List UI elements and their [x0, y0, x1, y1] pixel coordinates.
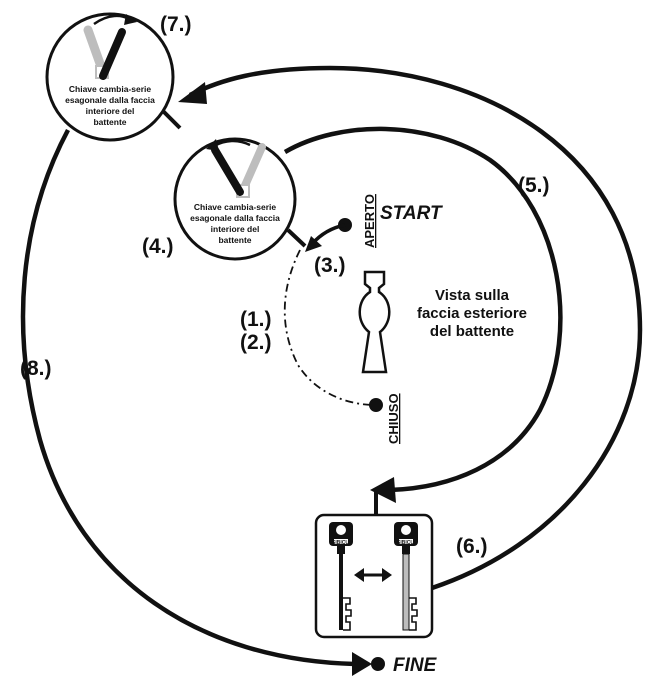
arrow-3-head: [305, 236, 322, 252]
step-6-label: (6.): [456, 535, 488, 558]
grey-key-brand: SIBICU: [397, 540, 414, 546]
fine-dot: [371, 657, 385, 671]
fine-label: FINE: [393, 655, 438, 676]
step-5-label: (5.): [518, 174, 550, 197]
mid-circle-line-3: interiore del: [211, 224, 260, 234]
step-3-label: (3.): [314, 254, 346, 277]
grey-key-icon: [394, 522, 418, 631]
step-4-label: (4.): [142, 235, 174, 258]
top-circle-line-1: Chiave cambia-serie: [69, 84, 151, 94]
step-2-label: (2.): [240, 331, 272, 354]
key-card: SIBICU SIBICU: [314, 513, 434, 639]
arc-5-arrowhead: [370, 477, 396, 503]
mid-circle-line-2: esagonale dalla faccia: [190, 213, 280, 223]
step-1-label: (1.): [240, 308, 272, 331]
start-label: START: [380, 203, 443, 224]
left-arc-arrow: [20, 128, 356, 667]
keyhole-icon: [358, 270, 391, 374]
chiuso-label: CHIUSO: [386, 393, 401, 444]
mid-circle-connector: [286, 228, 307, 248]
mid-circle-line-4: battente: [218, 235, 251, 245]
arc-5-arrow: [283, 126, 563, 493]
step-8-label: (8.): [20, 357, 52, 380]
chiuso-dot: [369, 398, 383, 412]
vista-line-1: Vista sulla: [435, 287, 510, 304]
fine-arrowhead: [352, 652, 372, 676]
mid-circle: Chiave cambia-serie esagonale dalla facc…: [173, 137, 297, 261]
top-circle-line-3: interiore del: [86, 106, 135, 116]
step-7-label: (7.): [160, 13, 192, 36]
top-circle-line-4: battente: [93, 117, 126, 127]
top-circle: Chiave cambia-serie esagonale dalla facc…: [45, 12, 175, 142]
top-circle-line-2: esagonale dalla faccia: [65, 95, 155, 105]
outer-loop-arrowhead: [178, 82, 207, 104]
outer-loop-arrow: [188, 65, 643, 591]
arrow-3: [310, 223, 346, 246]
mid-circle-line-1: Chiave cambia-serie: [194, 202, 276, 212]
vista-line-2: faccia esteriore: [417, 305, 527, 322]
black-key-icon: [329, 522, 353, 631]
vista-line-3: del battente: [430, 323, 514, 340]
black-key-brand: SIBICU: [332, 540, 349, 546]
aperto-label: APERTO: [362, 194, 377, 248]
